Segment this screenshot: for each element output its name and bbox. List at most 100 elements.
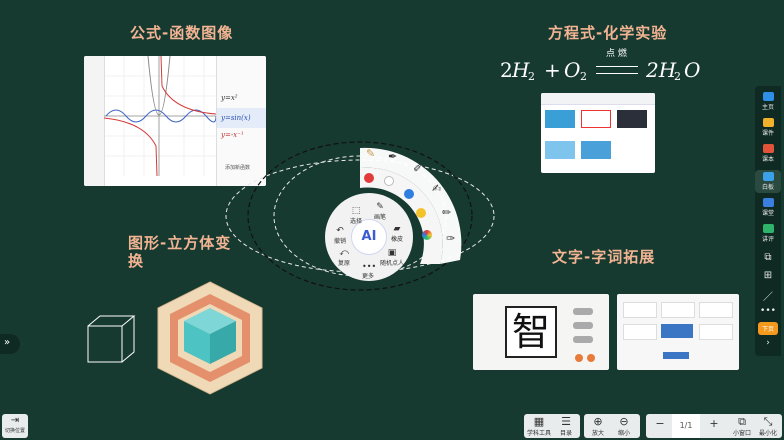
pen-type-5-icon[interactable]: ✏	[442, 206, 452, 219]
select-label: 选择	[350, 218, 363, 225]
color-red[interactable]	[364, 173, 374, 183]
chem-experiment-panel[interactable]	[541, 93, 655, 173]
chem-thumb-5[interactable]	[581, 141, 611, 159]
zoom-out-icon: ⊖	[619, 415, 629, 428]
sidebar-item-review[interactable]: 讲评	[755, 224, 781, 243]
toolbox-icon: ▦	[533, 415, 545, 428]
char-action-1[interactable]	[575, 354, 583, 362]
chevron-right-icon[interactable]: ›	[766, 338, 770, 348]
word-card-1[interactable]	[623, 302, 657, 318]
pen-type-3-icon[interactable]: ✐	[413, 162, 423, 175]
grid-icon[interactable]: ⊞	[763, 270, 773, 281]
subject-tools-button[interactable]: ▦ 学科工具	[526, 415, 552, 438]
word-button[interactable]	[663, 352, 689, 359]
mini-window-button[interactable]: ⧉ 小窗口	[730, 415, 754, 438]
char-option-3[interactable]	[573, 336, 593, 343]
redo-label: 复原	[338, 260, 351, 267]
random-pick-icon: ▣	[387, 248, 397, 258]
next-page-button[interactable]: 下页	[758, 322, 778, 335]
eq-plus: +	[544, 58, 561, 82]
ai-label: AI	[361, 229, 377, 244]
pen-type-1-icon[interactable]: ✎	[366, 147, 376, 160]
prev-page-button[interactable]: −	[650, 418, 670, 430]
word-card-3[interactable]	[699, 302, 733, 318]
eq-arrow	[596, 66, 638, 74]
chem-thumb-1[interactable]	[545, 110, 575, 128]
ai-button[interactable]: AI	[351, 219, 387, 255]
add-page-button[interactable]: +	[704, 418, 724, 430]
undo-tool[interactable]: ↶ 撤销	[334, 226, 346, 245]
color-yellow[interactable]	[416, 208, 426, 218]
more-dots-icon[interactable]: •••	[760, 306, 776, 316]
mini-window-label: 小窗口	[732, 430, 751, 437]
word-card-2[interactable]	[661, 302, 695, 318]
color-white[interactable]	[384, 176, 394, 186]
tool-wheel-arcs	[360, 147, 462, 264]
chem-thumb-4[interactable]	[545, 141, 575, 159]
pen-type-6-icon[interactable]: ✑	[446, 232, 456, 245]
directory-button[interactable]: ☰ 目录	[554, 415, 578, 438]
line-icon[interactable]: ／	[763, 292, 773, 303]
character-panel[interactable]: 智	[473, 294, 609, 370]
sidebar-item-courseware[interactable]: 课件	[755, 118, 781, 137]
word-card-4[interactable]	[623, 324, 657, 340]
sidebar-item-textbook[interactable]: 课本	[755, 144, 781, 163]
switch-position-button[interactable]: ⇥ 切换位置	[2, 414, 28, 438]
directory-label: 目录	[559, 430, 572, 437]
cube-transform-graphic[interactable]	[150, 280, 270, 398]
word-expansion-panel[interactable]	[617, 294, 739, 370]
eraser-tool[interactable]: ▰ 橡皮	[391, 224, 403, 243]
bottom-toolbar-right	[646, 414, 782, 438]
redo-icon: ⤺	[339, 248, 349, 258]
eq-rhs: 2H	[646, 58, 677, 82]
layers-icon[interactable]: ⧉	[764, 252, 772, 263]
color-palette[interactable]	[422, 230, 432, 240]
function-1[interactable]: y=x²	[221, 94, 238, 102]
zoom-out-button[interactable]: ⊖ 缩小	[612, 415, 636, 438]
select-tool[interactable]: ⬚ 选择	[350, 206, 362, 225]
function-2[interactable]: y=sin(x)	[217, 108, 266, 128]
pen-type-4-icon[interactable]: ✍	[432, 182, 442, 195]
word-card-5[interactable]	[661, 324, 693, 338]
sidebar-item-home[interactable]: 主页	[755, 92, 781, 111]
pen-tool[interactable]: ✎ 画笔	[374, 202, 386, 221]
eq-lhs-coef: 2	[500, 58, 513, 82]
pen-type-2-icon[interactable]: ✒	[388, 150, 398, 163]
add-function-button[interactable]: 添加新函数	[225, 165, 251, 171]
color-blue[interactable]	[404, 189, 414, 199]
chem-thumb-3[interactable]	[617, 110, 647, 128]
chem-panel-header	[541, 93, 655, 105]
eq-rhs-o: O	[684, 58, 701, 82]
random-pick-tool[interactable]: ▣ 随机点人	[380, 248, 404, 267]
eq-lhs-sub: 2	[528, 70, 535, 83]
right-sidebar: 主页 课件 课本 白板 课堂 讲评 ⧉ ⊞ ／ ••• 下页 ›	[755, 86, 781, 356]
char-option-1[interactable]	[573, 308, 593, 315]
char-option-2[interactable]	[573, 322, 593, 329]
zoom-in-label: 放大	[591, 430, 604, 437]
redo-tool[interactable]: ⤺ 复原	[338, 248, 350, 267]
subject-tools-label: 学科工具	[526, 430, 551, 437]
page-indicator-label: 1/1	[679, 421, 693, 430]
text-title: 文字-字词拓展	[552, 248, 656, 266]
list-icon: ☰	[561, 415, 571, 428]
chem-thumb-2[interactable]	[581, 110, 611, 128]
char-action-2[interactable]	[587, 354, 595, 362]
double-chevron-right-icon: »	[4, 337, 11, 348]
zoom-out-label: 缩小	[617, 430, 630, 437]
classroom-icon	[762, 198, 774, 207]
more-tool[interactable]: ••• 更多	[362, 262, 376, 280]
sidebar-item-classroom[interactable]: 课堂	[755, 198, 781, 217]
function-graph-panel[interactable]: y=x² y=sin(x) y=-x⁻¹ 添加新函数	[84, 56, 266, 186]
eraser-label: 橡皮	[391, 236, 404, 243]
function-graph[interactable]	[104, 56, 216, 176]
next-page-label: 下页	[761, 326, 774, 333]
function-3[interactable]: y=-x⁻¹	[221, 131, 244, 139]
whiteboard-icon	[762, 172, 774, 181]
zoom-in-button[interactable]: ⊕ 放大	[586, 416, 610, 438]
minimize-button[interactable]: ⤡ 最小化	[756, 416, 780, 438]
more-icon: •••	[362, 262, 377, 271]
word-card-6[interactable]	[699, 324, 733, 340]
left-expand-button[interactable]: »	[0, 334, 20, 354]
sidebar-item-whiteboard[interactable]: 白板	[755, 170, 781, 193]
mini-window-icon: ⧉	[738, 415, 746, 428]
